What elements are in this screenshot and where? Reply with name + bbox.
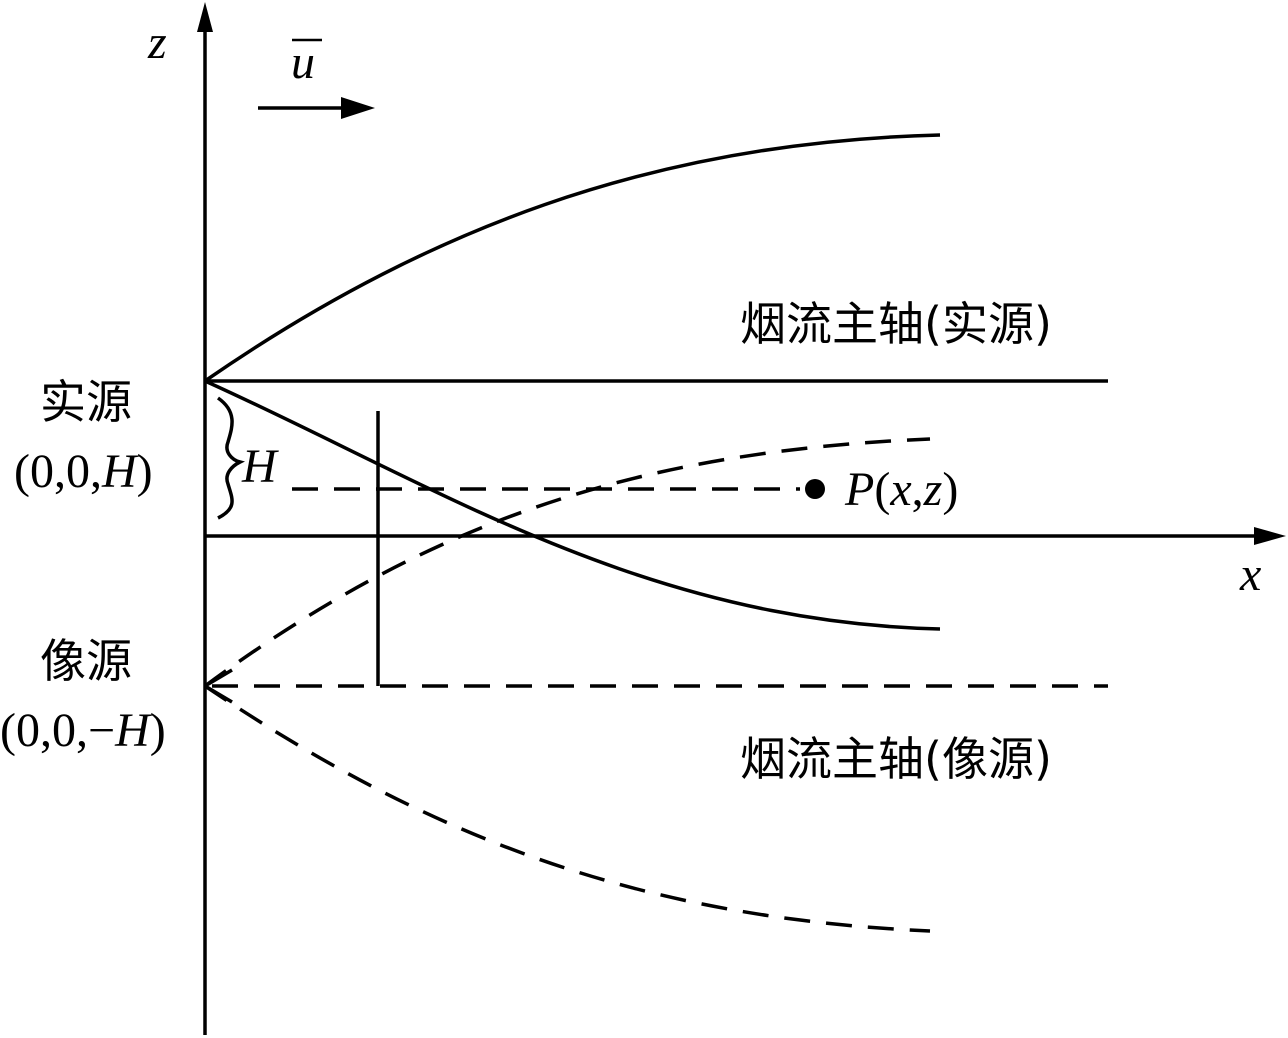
receptor-x: x	[889, 463, 911, 516]
receptor-label: P(x,z)	[844, 463, 958, 516]
x-axis-arrowhead	[1254, 527, 1286, 545]
wind-direction-arrowhead	[341, 97, 375, 119]
image-source-coordinates: (0,0,−H)	[0, 704, 166, 757]
image-source-coord-suffix: )	[150, 704, 166, 757]
real-source-coord-var: H	[101, 445, 139, 498]
receptor-comma: ,	[912, 463, 924, 516]
receptor-point	[805, 479, 825, 499]
image-source-label: 像源	[40, 634, 132, 688]
x-axis-label: x	[1239, 548, 1261, 601]
receptor-close: )	[942, 463, 958, 516]
image-source-coord-prefix: (0,0,−	[0, 704, 115, 757]
real-source-coordinates: (0,0,H)	[14, 445, 153, 498]
real-plume-axis-label: 烟流主轴(实源)	[740, 297, 1052, 351]
wind-speed-symbol: u	[291, 36, 315, 89]
image-plume-axis-label: 烟流主轴(像源)	[740, 732, 1052, 786]
height-brace	[216, 396, 246, 520]
real-plume-lower-edge	[204, 379, 941, 631]
real-plume-upper-edge	[204, 133, 941, 383]
image-plume-lower-edge	[204, 684, 931, 933]
z-axis-arrowhead	[197, 2, 213, 32]
real-source-coord-prefix: (0,0,	[14, 445, 102, 498]
receptor-open: (	[874, 463, 890, 516]
image-source-coord-var: H	[114, 704, 152, 757]
receptor-z: z	[923, 463, 943, 516]
receptor-name: P	[844, 463, 874, 516]
real-source-coord-suffix: )	[137, 445, 153, 498]
height-label: H	[241, 440, 279, 493]
real-source-label: 实源	[40, 375, 132, 429]
z-axis-label: z	[147, 16, 167, 69]
image-plume-upper-edge	[203, 437, 931, 688]
